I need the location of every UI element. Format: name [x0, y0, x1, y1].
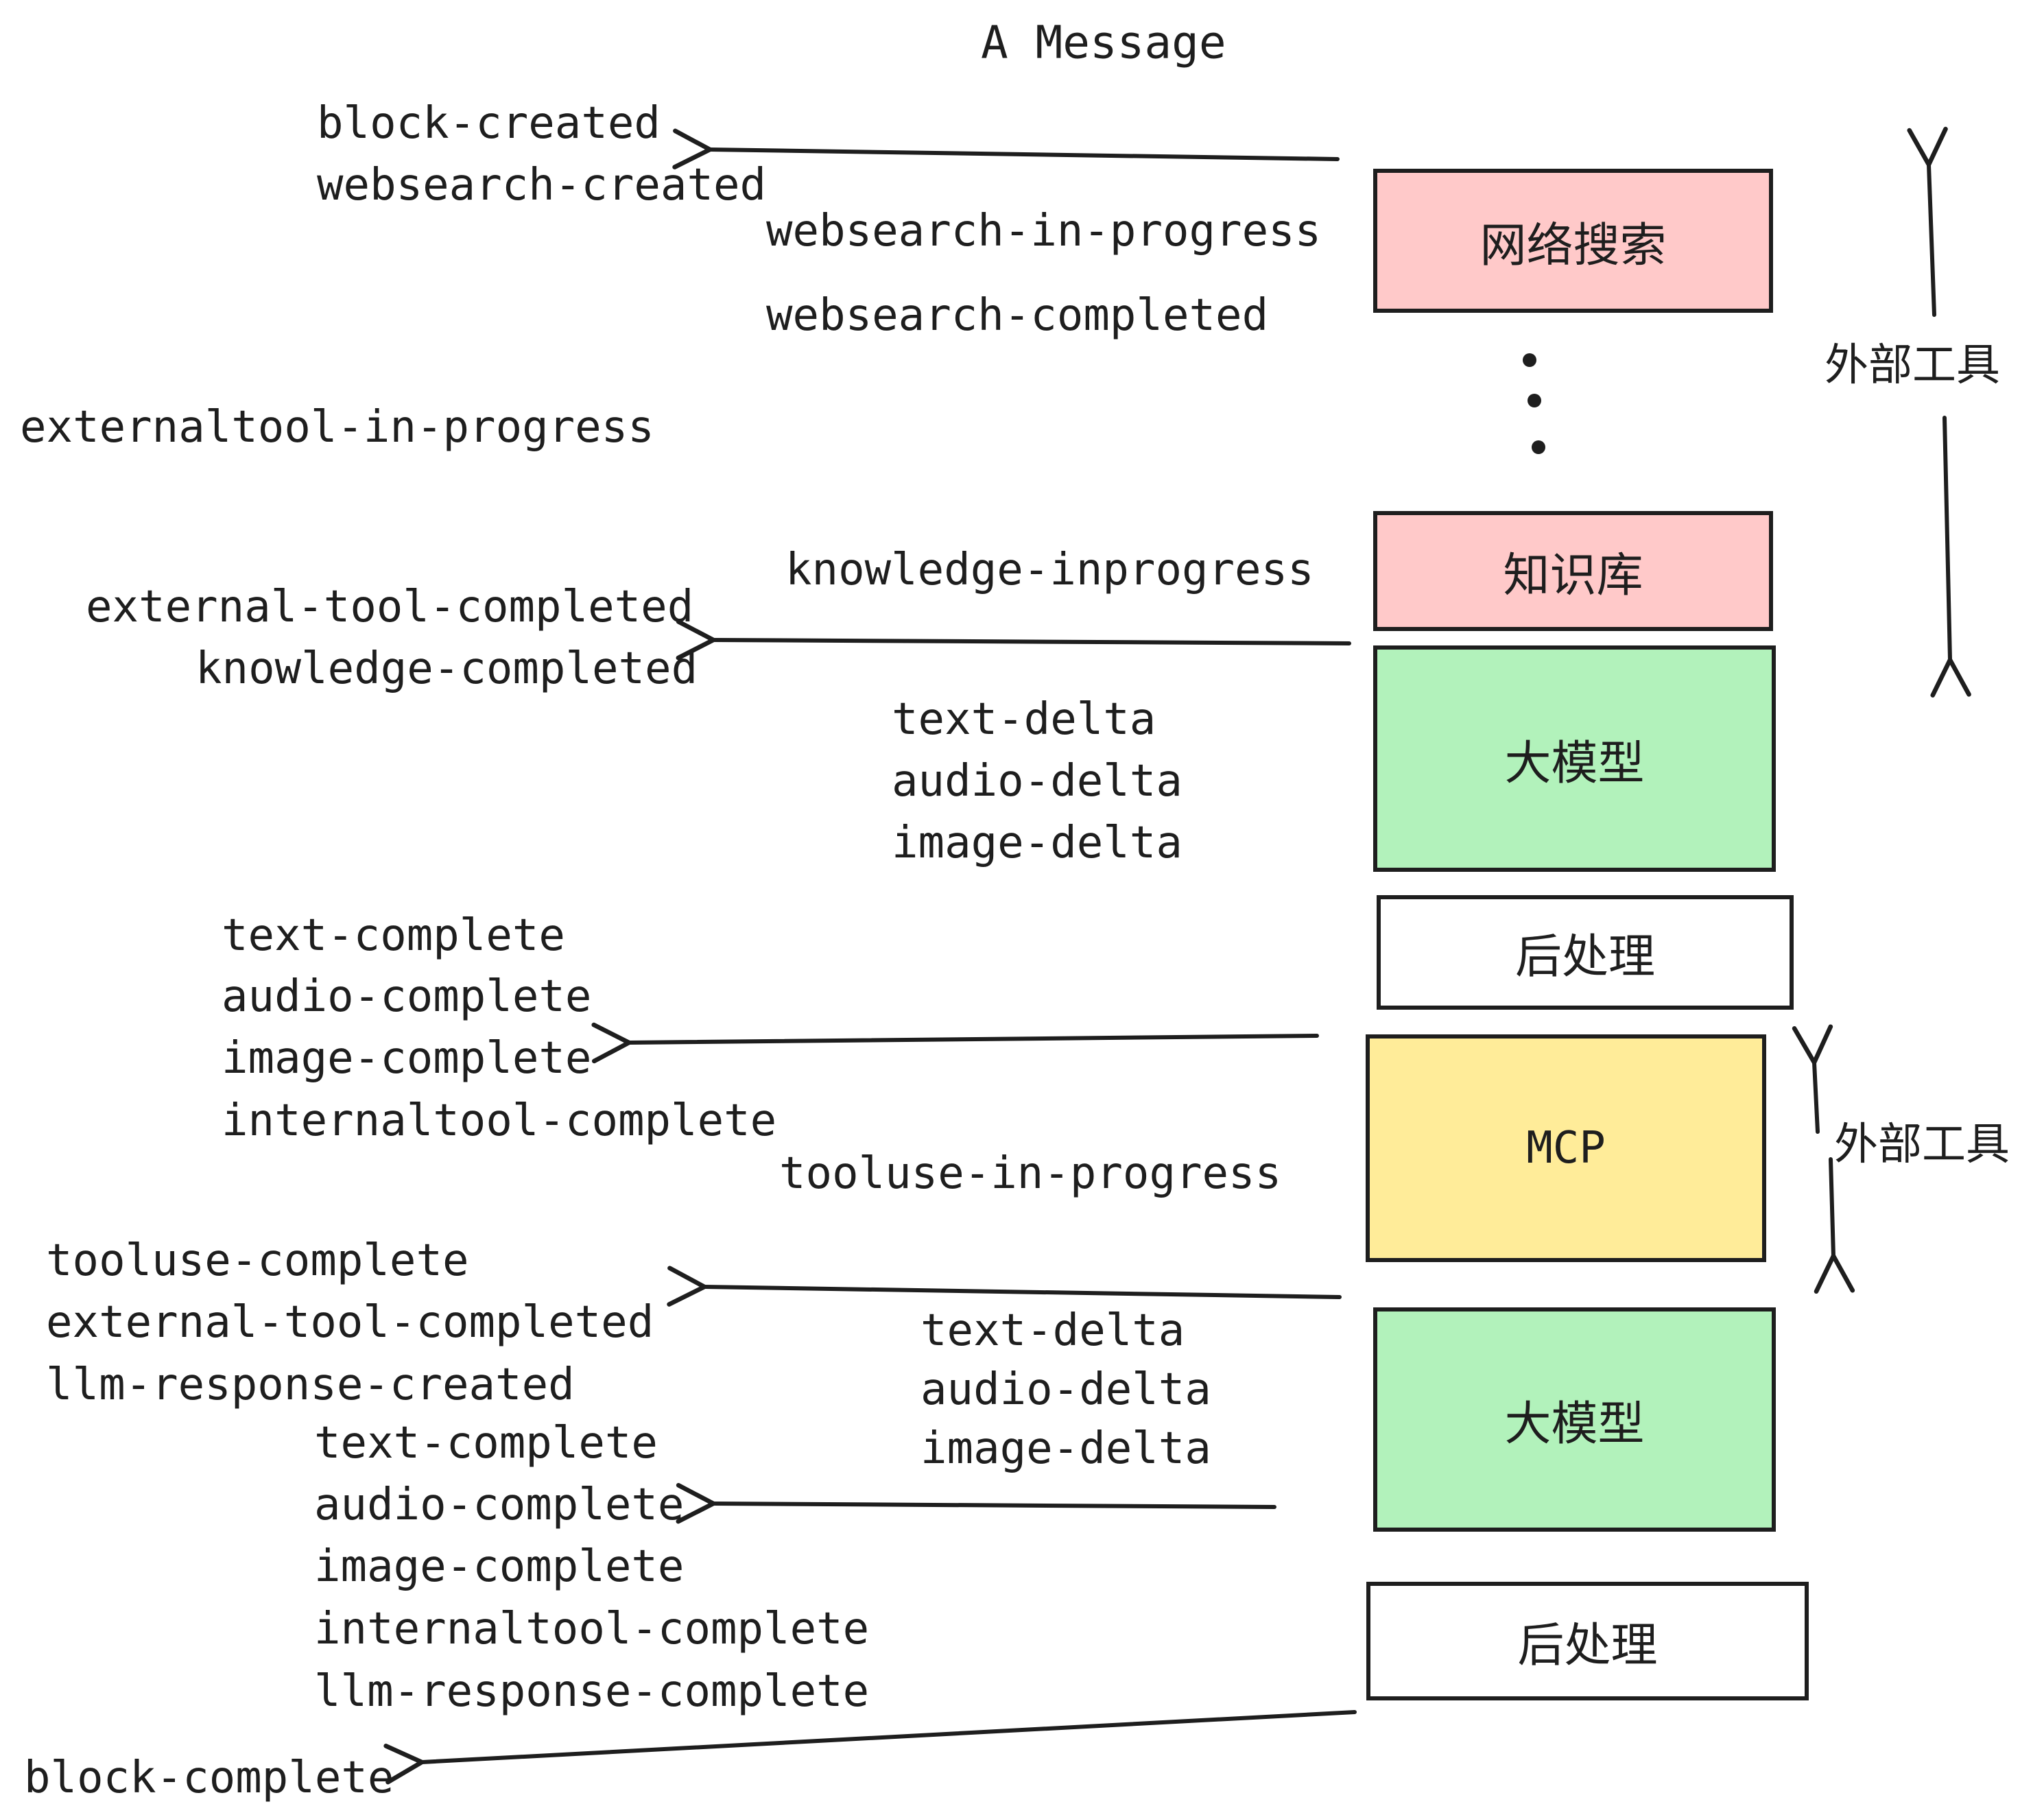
event-llm-response-complete: llm-response-complete: [314, 1666, 870, 1717]
arrow-post2-to-block-complete: [383, 1710, 1357, 1785]
box-llm-1: 大模型: [1373, 645, 1776, 872]
arrow-websearch-to-block-created: [672, 128, 1340, 169]
event-block-created: block-created: [317, 98, 661, 149]
box-post-2: 后处理: [1366, 1582, 1809, 1700]
event-external-tool-completed-1: external-tool-completed: [86, 582, 694, 632]
event-tooluse-complete: tooluse-complete: [46, 1235, 469, 1286]
box-knowledge: 知识库: [1373, 511, 1773, 631]
box-llm-2: 大模型: [1373, 1307, 1776, 1532]
event-image-delta-1: image-delta: [892, 818, 1183, 868]
arrow-model2-to-audio-complete: [676, 1482, 1276, 1524]
event-internaltool-complete-1: internaltool-complete: [222, 1095, 777, 1146]
box-mcp: MCP: [1366, 1034, 1766, 1262]
box-websearch: 网络搜索: [1373, 169, 1773, 313]
external-tools-label-1: 外部工具: [1825, 340, 2000, 390]
external-tools-span-arrow-up-1: [1907, 126, 1948, 317]
box-post-2-label: 后处理: [1517, 1619, 1658, 1672]
diagram-title: A Message: [981, 16, 1226, 69]
box-llm-1-label: 大模型: [1504, 737, 1645, 790]
arrow-model-to-knowledge-completed: [676, 619, 1351, 661]
event-websearch-completed: websearch-completed: [766, 290, 1269, 341]
box-post-1: 后处理: [1377, 895, 1794, 1010]
event-llm-response-created: llm-response-created: [46, 1360, 575, 1410]
event-text-delta-2: text-delta: [920, 1305, 1185, 1356]
event-internaltool-complete-2: internaltool-complete: [314, 1604, 870, 1654]
box-websearch-label: 网络搜索: [1479, 219, 1667, 272]
event-block-complete: block-complete: [24, 1753, 394, 1803]
event-knowledge-inprogress: knowledge-inprogress: [785, 545, 1314, 595]
external-tools-span-arrow-down-2: [1814, 1157, 1855, 1294]
event-tooluse-in-progress: tooluse-in-progress: [779, 1148, 1282, 1199]
box-knowledge-label: 知识库: [1503, 549, 1643, 602]
event-audio-complete-1: audio-complete: [222, 971, 592, 1022]
event-externaltool-in-progress: externaltool-in-progress: [20, 402, 654, 453]
event-image-complete-1: image-complete: [222, 1033, 592, 1084]
event-text-complete-1: text-complete: [222, 910, 565, 961]
box-mcp-label: MCP: [1526, 1123, 1606, 1174]
external-tools-label-2: 外部工具: [1834, 1119, 2010, 1169]
event-audio-delta-2: audio-delta: [920, 1364, 1211, 1415]
arrow-mcp-to-tooluse-complete: [667, 1266, 1342, 1307]
event-image-delta-2: image-delta: [920, 1423, 1211, 1474]
box-llm-2-label: 大模型: [1504, 1398, 1645, 1450]
external-tools-span-arrow-up-2: [1792, 1024, 1833, 1134]
event-text-complete-2: text-complete: [314, 1418, 658, 1469]
event-knowledge-completed: knowledge-completed: [195, 643, 698, 694]
event-audio-complete-2: audio-complete: [314, 1480, 685, 1530]
event-websearch-in-progress: websearch-in-progress: [766, 206, 1322, 257]
event-text-delta-1: text-delta: [892, 694, 1156, 745]
event-image-complete-2: image-complete: [314, 1541, 685, 1592]
arrow-post-to-image-complete: [591, 1022, 1319, 1064]
box-post-1-label: 后处理: [1514, 931, 1655, 983]
event-external-tool-completed-2: external-tool-completed: [46, 1297, 654, 1348]
ellipsis-dots: [1523, 353, 1545, 454]
event-websearch-created: websearch-created: [317, 160, 767, 211]
event-audio-delta-1: audio-delta: [892, 756, 1183, 807]
external-tools-span-arrow-down-1: [1930, 416, 1971, 698]
